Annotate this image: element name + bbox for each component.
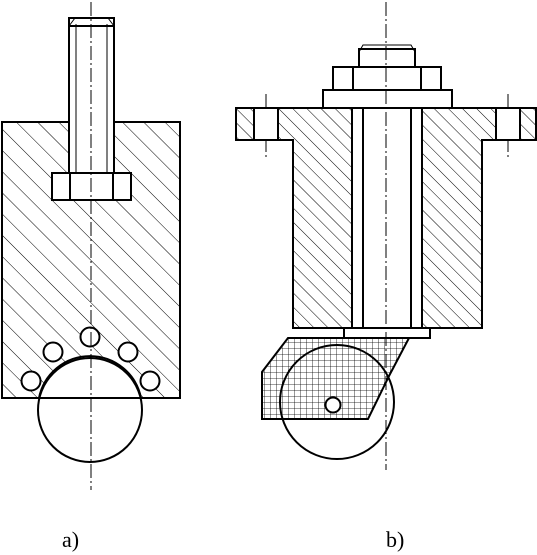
view-a-balls xyxy=(20,326,161,392)
view-b-fork xyxy=(261,337,411,420)
view-b-shaft xyxy=(351,107,423,329)
view-b-bottom-washer xyxy=(343,327,431,339)
view-b-bolt-hole-left xyxy=(253,107,279,141)
view-b-bolt-hole-right xyxy=(495,107,521,141)
view-b-washer xyxy=(322,89,453,109)
label-a: a) xyxy=(62,527,79,552)
view-a-wheel xyxy=(37,357,143,463)
view-a xyxy=(1,2,181,490)
label-b: b) xyxy=(386,527,404,552)
view-b-axle xyxy=(324,396,342,414)
view-b-nut xyxy=(332,66,442,91)
view-b xyxy=(235,2,537,470)
view-b-bolt-top xyxy=(358,44,416,68)
